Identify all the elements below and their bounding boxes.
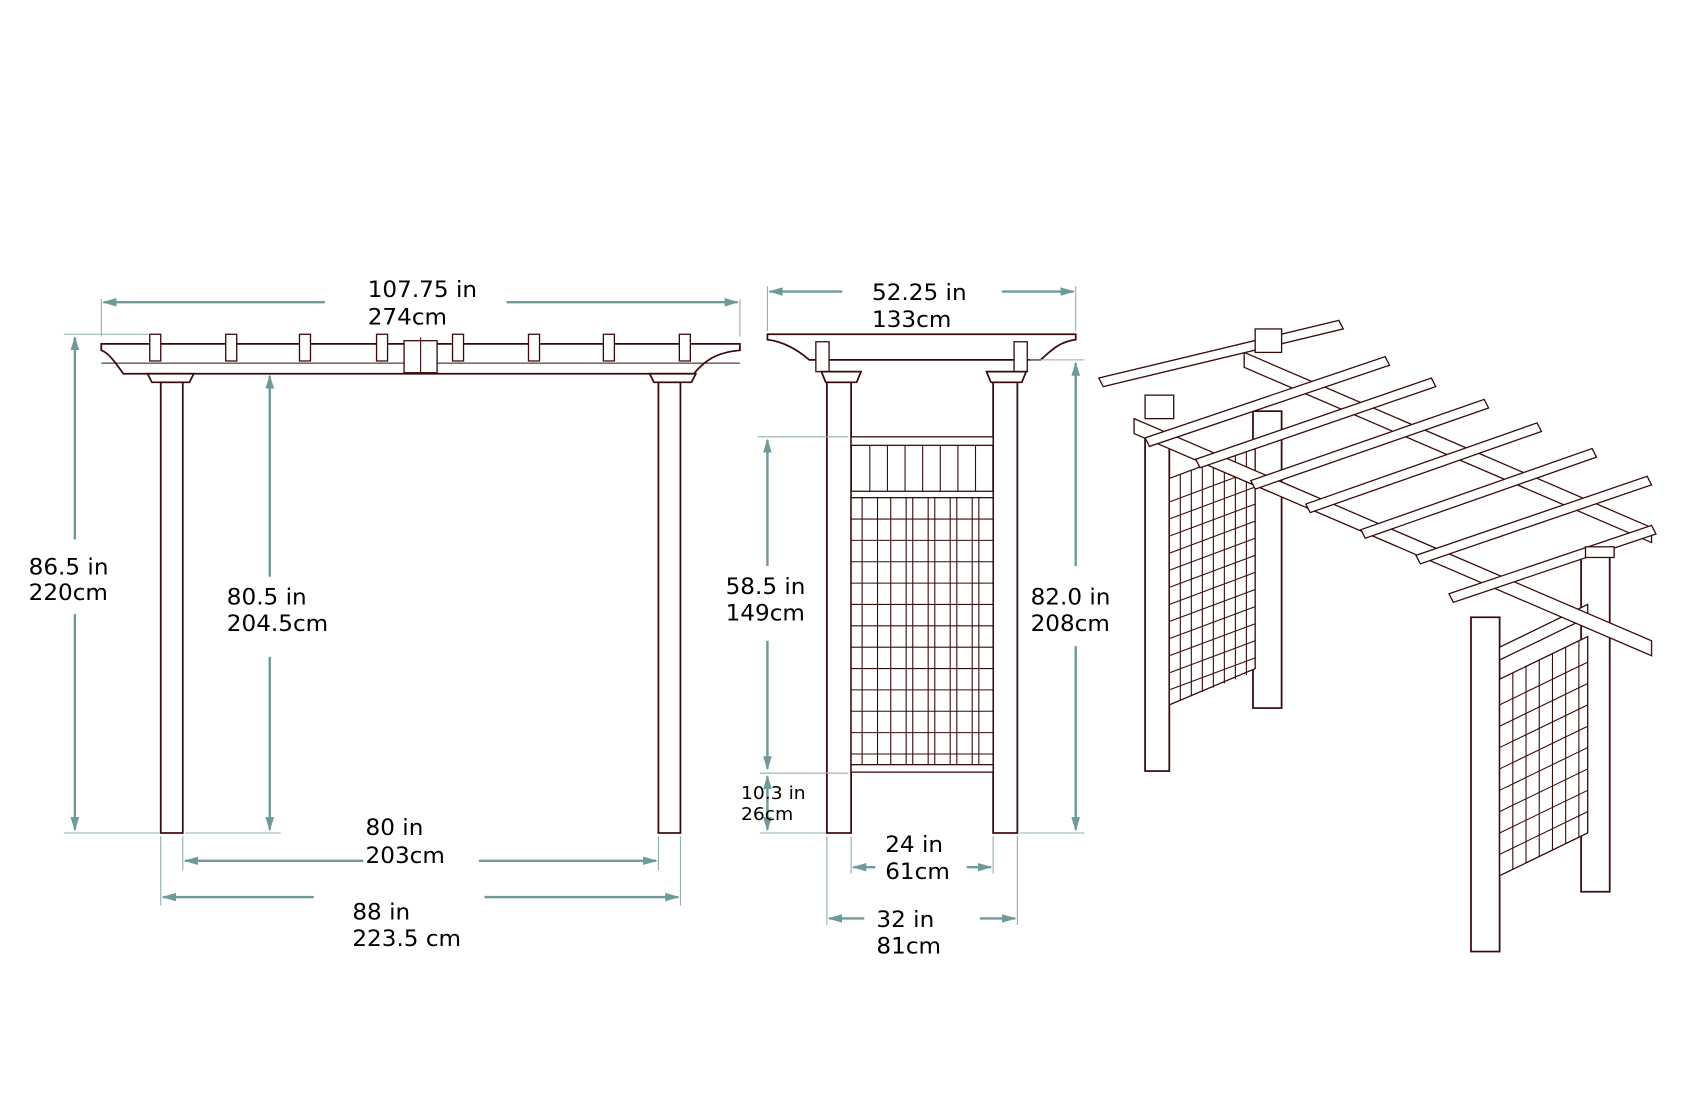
iso-right-post-group xyxy=(1470,554,1611,953)
side-inner-span-in: 24 in xyxy=(885,833,943,859)
front-right-post xyxy=(657,381,682,834)
side-inner-span-cm: 61cm xyxy=(885,859,950,885)
side-view: 52.25 in 133cm 58.5 in 149cm 10.3 in 26c… xyxy=(726,280,1111,959)
rafter-ends xyxy=(149,333,692,374)
trellis-lattice xyxy=(851,497,994,765)
side-trellis-panel xyxy=(850,436,994,773)
front-overall-height-cm: 220cm xyxy=(29,581,108,607)
side-trellis-height-cm: 149cm xyxy=(726,601,805,627)
front-left-post xyxy=(159,381,184,834)
side-outer-span-in: 32 in xyxy=(876,907,934,933)
front-inner-span-cm: 203cm xyxy=(366,843,445,869)
front-clear-height-in: 80.5 in xyxy=(227,585,307,611)
front-overall-width-in: 107.75 in xyxy=(368,277,477,303)
side-post-height-in: 82.0 in xyxy=(1031,585,1111,611)
front-top-beam xyxy=(100,333,741,375)
front-view: 107.75 in 274cm 86.5 in 220cm 80.5 in 20… xyxy=(29,277,741,953)
side-depth-cm: 133cm xyxy=(872,307,951,333)
side-post-height-cm: 208cm xyxy=(1031,611,1110,637)
front-outer-span-in: 88 in xyxy=(352,900,410,926)
iso-cross-rafters xyxy=(1097,319,1657,604)
iso-left-post-group xyxy=(1144,410,1283,772)
front-overall-width-cm: 274cm xyxy=(368,305,447,331)
front-outer-span-cm: 223.5 cm xyxy=(352,927,461,953)
side-outer-span-cm: 81cm xyxy=(876,934,941,960)
side-trellis-height-in: 58.5 in xyxy=(726,574,806,600)
side-right-post xyxy=(992,381,1019,834)
side-depth-in: 52.25 in xyxy=(872,280,967,306)
front-overall-height-in: 86.5 in xyxy=(29,555,109,581)
side-clearance-in: 10.3 in xyxy=(741,783,806,804)
side-left-post xyxy=(825,381,852,834)
side-clearance-cm: 26cm xyxy=(741,804,793,825)
front-inner-span-in: 80 in xyxy=(366,815,424,841)
isometric-view xyxy=(1097,319,1657,953)
front-clear-height-cm: 204.5cm xyxy=(227,611,328,637)
